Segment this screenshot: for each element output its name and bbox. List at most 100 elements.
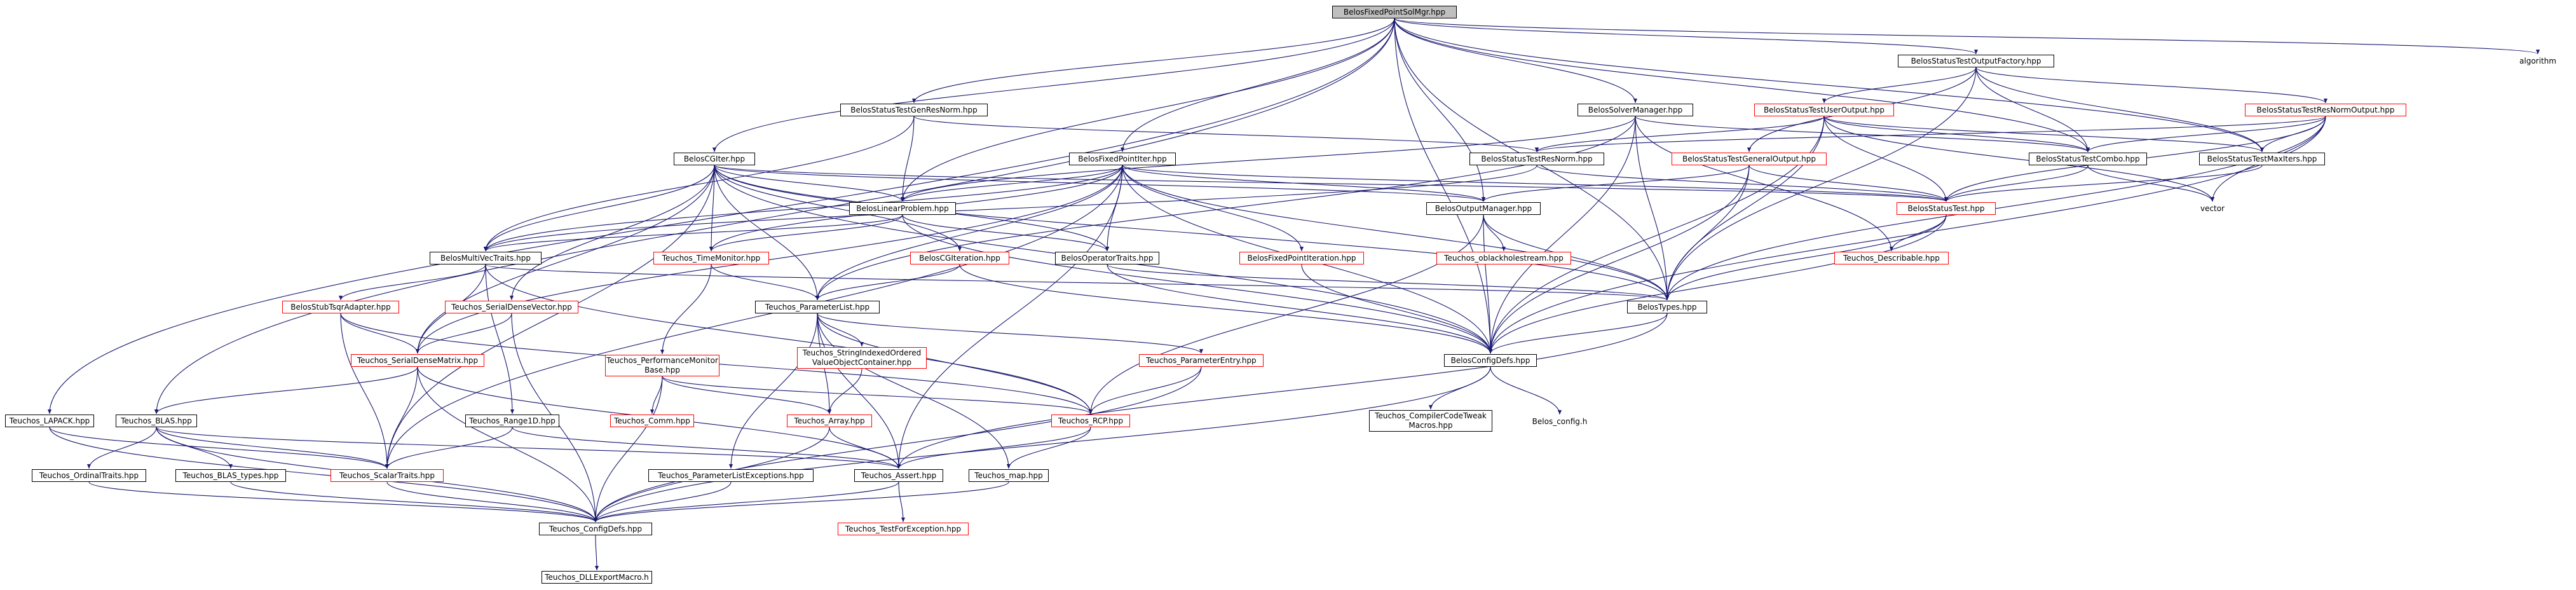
node-rcp[interactable]: Teuchos_RCP.hpp (1051, 415, 1130, 427)
node-cg-iter[interactable]: BelosCGIter.hpp (674, 153, 755, 165)
node-blas[interactable]: Teuchos_BLAS.hpp (116, 415, 197, 427)
node-label: Teuchos_Comm.hpp (614, 416, 690, 425)
edge-statusOutFactory-to-resNormOutput (1975, 67, 2327, 104)
node-status-test-max-iters[interactable]: BelosStatusTestMaxIters.hpp (2199, 153, 2325, 165)
node-teuchos-array[interactable]: Teuchos_Array.hpp (787, 415, 872, 427)
node-serial-dense-vector[interactable]: Teuchos_SerialDenseVector.hpp (445, 301, 578, 313)
node-status-test-res-norm[interactable]: BelosStatusTestResNorm.hpp (1469, 153, 1604, 165)
node-gen-res-norm[interactable]: BelosStatusTestGenResNorm.hpp (840, 104, 988, 116)
edge-maxIters-to-statusTest (1944, 165, 2263, 202)
edge-statusTest-to-describable (1889, 214, 1947, 252)
node-performance-monitor-base[interactable]: Teuchos_PerformanceMonitor Base.hpp (605, 355, 719, 376)
edge-serialDenseMatrix-to-blas (154, 366, 418, 415)
node-string-indexed-container[interactable]: Teuchos_StringIndexedOrdered ValueObject… (797, 347, 927, 369)
node-belos-types[interactable]: BelosTypes.hpp (1627, 301, 1707, 313)
node-user-output[interactable]: BelosStatusTestUserOutput.hpp (1754, 104, 1894, 116)
edge-parameterList-to-parameterEntry (817, 313, 1203, 354)
edge-linearProblem-to-timeMonitor (709, 214, 903, 252)
edge-root-to-fpIter (1120, 18, 1395, 153)
edge-cgIter-to-scalarTraits (385, 165, 715, 469)
node-label: Teuchos_BLAS_types.hpp (182, 470, 279, 480)
edge-perfMonitor-to-teuchosArray (662, 376, 832, 415)
edge-cgIter-to-serialDenseVector (509, 165, 715, 301)
node-scalar-traits[interactable]: Teuchos_ScalarTraits.hpp (331, 469, 444, 482)
edge-cgIter-to-multiVecTraits (483, 165, 715, 252)
node-time-monitor[interactable]: Teuchos_TimeMonitor.hpp (653, 252, 769, 264)
node-solver-manager[interactable]: BelosSolverManager.hpp (1578, 104, 1693, 116)
edge-statusOutFactory-to-maxIters (1975, 67, 2265, 153)
edge-map-to-teuchosConfigDefs (594, 481, 1009, 523)
node-cg-iteration[interactable]: BelosCGIteration.hpp (910, 252, 1009, 264)
node-label: Teuchos_Describable.hpp (1843, 253, 1940, 263)
node-label: BelosOperatorTraits.hpp (1061, 253, 1154, 263)
edge-linearProblem-to-multiVecTraits (484, 214, 903, 252)
node-serial-dense-matrix[interactable]: Teuchos_SerialDenseMatrix.hpp (351, 354, 484, 367)
edge-resNormOutput-to-maxIters (2259, 116, 2326, 153)
edge-root-to-algorithm (1394, 18, 2540, 55)
node-ordinal-traits[interactable]: Teuchos_OrdinalTraits.hpp (32, 469, 146, 482)
edge-generalOutput-to-belosTypes (1665, 165, 1750, 301)
node-teuchos-map[interactable]: Teuchos_map.hpp (969, 469, 1049, 482)
edge-range1d-to-assert (512, 427, 901, 469)
edge-cgIter-to-cgIteration (714, 165, 962, 252)
node-belos-config-h[interactable]: Belos_config.h (1528, 415, 1591, 428)
node-parameter-list[interactable]: Teuchos_ParameterList.hpp (755, 301, 880, 313)
node-dll-export-macro[interactable]: Teuchos_DLLExportMacro.h (542, 571, 652, 584)
edge-fpIter-to-fpIteration (1122, 165, 1304, 252)
node-label: Teuchos_CompilerCodeTweak Macros.hpp (1375, 411, 1487, 430)
edge-root-to-maxIters (1394, 18, 2264, 153)
node-belos-config-defs[interactable]: BelosConfigDefs.hpp (1444, 354, 1537, 367)
edge-root-to-combo (1394, 18, 2090, 153)
node-general-output[interactable]: BelosStatusTestGeneralOutput.hpp (1672, 153, 1827, 165)
edge-statusOutFactory-to-combo (1975, 67, 2090, 153)
edge-userOutput-to-vector (1823, 116, 2215, 202)
node-comm[interactable]: Teuchos_Comm.hpp (610, 415, 694, 427)
node-blas-types[interactable]: Teuchos_BLAS_types.hpp (175, 469, 286, 482)
node-fixed-point-iteration[interactable]: BelosFixedPointIteration.hpp (1239, 252, 1364, 264)
edge-ordinalTraits-to-teuchosConfigDefs (88, 481, 597, 523)
edge-statusTest-to-belosTypes (1665, 214, 1947, 301)
node-linear-problem[interactable]: BelosLinearProblem.hpp (849, 202, 956, 215)
node-label: BelosStatusTestCombo.hpp (2036, 154, 2140, 163)
edge-assert-to-testForException (898, 481, 906, 523)
node-lapack[interactable]: Teuchos_LAPACK.hpp (5, 415, 94, 427)
node-label: Teuchos_DLLExportMacro.h (545, 572, 649, 582)
node-range1d[interactable]: Teuchos_Range1D.hpp (465, 415, 559, 427)
edge-solverManager-to-parameterList (815, 116, 1636, 301)
node-oblackholestream[interactable]: Teuchos_oblackholestream.hpp (1436, 252, 1571, 264)
node-root[interactable]: BelosFixedPointSolMgr.hpp (1332, 6, 1457, 18)
edge-belosTypes-to-configDefs (1488, 313, 1668, 354)
node-label: BelosFixedPointSolMgr.hpp (1343, 7, 1446, 17)
edge-root-to-outputManager (1394, 18, 1486, 202)
node-compiler-code-tweak[interactable]: Teuchos_CompilerCodeTweak Macros.hpp (1369, 410, 1492, 432)
node-label: BelosSolverManager.hpp (1588, 105, 1683, 114)
node-describable[interactable]: Teuchos_Describable.hpp (1834, 252, 1949, 264)
edge-multiVecTraits-to-rcp (485, 264, 1093, 415)
node-teuchos-assert[interactable]: Teuchos_Assert.hpp (854, 469, 943, 482)
edge-fpIter-to-belosTypes (1122, 165, 1670, 301)
node-test-for-exception[interactable]: Teuchos_TestForException.hpp (838, 523, 969, 535)
node-multi-vec-traits[interactable]: BelosMultiVecTraits.hpp (430, 252, 542, 264)
node-output-manager[interactable]: BelosOutputManager.hpp (1426, 202, 1541, 215)
node-fixed-point-iter[interactable]: BelosFixedPointIter.hpp (1069, 153, 1176, 165)
node-stub-tsqr-adapter[interactable]: BelosStubTsqrAdapter.hpp (282, 301, 399, 313)
node-status-test-combo[interactable]: BelosStatusTestCombo.hpp (2029, 153, 2147, 165)
node-parameter-entry[interactable]: Teuchos_ParameterEntry.hpp (1139, 354, 1264, 367)
node-operator-traits[interactable]: BelosOperatorTraits.hpp (1055, 252, 1159, 264)
edge-generalOutput-to-outputManager (1482, 165, 1750, 202)
node-label: Teuchos_ScalarTraits.hpp (339, 470, 435, 480)
node-algorithm[interactable]: algorithm (2509, 55, 2566, 67)
node-label: BelosCGIteration.hpp (919, 253, 1000, 263)
node-res-norm-output[interactable]: BelosStatusTestResNormOutput.hpp (2245, 104, 2406, 116)
node-label: BelosCGIter.hpp (683, 154, 746, 163)
edge-userOutput-to-configDefs (1488, 116, 1825, 354)
node-parameter-list-exceptions[interactable]: Teuchos_ParameterListExceptions.hpp (648, 469, 814, 482)
node-vector[interactable]: vector (2190, 202, 2235, 215)
node-status-test[interactable]: BelosStatusTest.hpp (1897, 202, 1996, 215)
node-teuchos-config-defs[interactable]: Teuchos_ConfigDefs.hpp (539, 523, 652, 535)
edge-combo-to-vector (2087, 165, 2215, 202)
node-status-output-factory[interactable]: BelosStatusTestOutputFactory.hpp (1898, 55, 2054, 67)
node-label: BelosStatusTestGeneralOutput.hpp (1682, 154, 1816, 163)
edge-blas-to-ordinalTraits (86, 427, 157, 469)
